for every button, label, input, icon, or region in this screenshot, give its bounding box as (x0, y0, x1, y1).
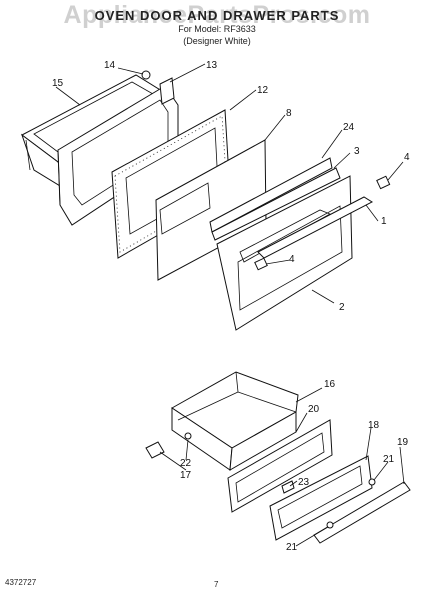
part-19-drawer-handle[interactable] (313, 481, 411, 544)
part-14-screw[interactable] (141, 70, 151, 80)
model-subtitle: For Model: RF3633 (178, 24, 256, 34)
diagram-title: OVEN DOOR AND DRAWER PARTS (94, 8, 340, 23)
part-18-drawer-outer-panel[interactable] (269, 455, 373, 541)
watermark: AppliancePartsPros.com (63, 1, 371, 29)
part-2-outer-door-panel[interactable] (216, 175, 353, 331)
callout-4b: 4 (289, 254, 295, 265)
document-code: 4372727 (5, 578, 37, 587)
callout-3: 3 (354, 146, 360, 157)
part-16-drawer-body[interactable] (171, 371, 299, 471)
part-23-bracket[interactable] (281, 480, 295, 494)
callout-4a: 4 (404, 152, 410, 163)
callout-22: 22 (180, 458, 192, 469)
page-number: 7 (214, 580, 219, 589)
callout-1: 1 (381, 216, 387, 227)
callout-13: 13 (206, 60, 218, 71)
callout-20: 20 (308, 404, 320, 415)
color-variant: (Designer White) (183, 36, 251, 46)
part-3-door-channel[interactable] (211, 167, 341, 241)
part-24-door-trim[interactable] (209, 157, 333, 233)
callout-14: 14 (104, 60, 116, 71)
callout-15: 15 (52, 78, 64, 89)
callout-21b: 21 (286, 542, 298, 553)
callout-17: 17 (180, 470, 192, 481)
callout-16: 16 (324, 379, 336, 390)
part-20-drawer-front[interactable] (227, 419, 333, 513)
callout-2: 2 (339, 302, 345, 313)
part-13-hinge-bracket[interactable] (159, 77, 175, 105)
part-4-handle-end-cap[interactable] (254, 175, 391, 271)
part-21-screw[interactable] (326, 478, 376, 529)
callout-12: 12 (257, 85, 269, 96)
part-22-screw[interactable] (184, 432, 192, 440)
part-1-door-handle[interactable] (257, 196, 374, 259)
callout-21a: 21 (383, 454, 395, 465)
callout-23: 23 (298, 477, 310, 488)
callout-8: 8 (286, 108, 292, 119)
callout-24: 24 (343, 122, 355, 133)
part-17-drawer-glide[interactable] (145, 441, 165, 459)
callout-18: 18 (368, 420, 380, 431)
callout-19: 19 (397, 437, 409, 448)
